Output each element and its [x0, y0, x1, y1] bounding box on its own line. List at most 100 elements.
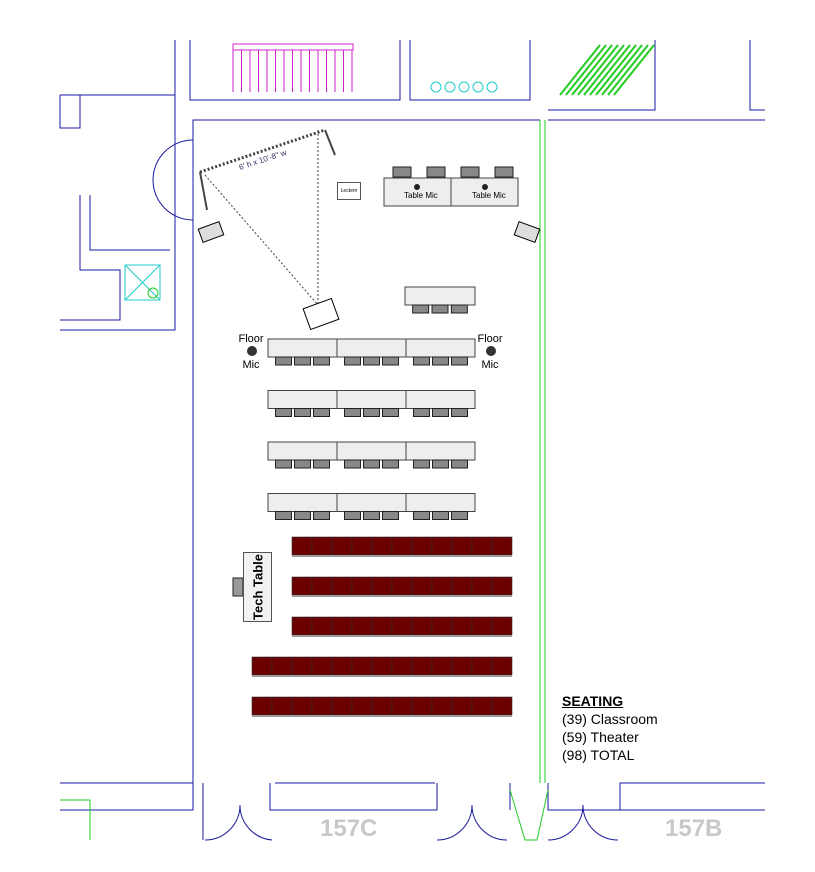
- green-stair: [613, 44, 655, 96]
- floor-mic-right-bottom: Mic: [481, 359, 499, 371]
- theater-seat: [451, 696, 473, 716]
- table: [405, 493, 476, 512]
- seating-theater: (59) Theater: [562, 729, 639, 745]
- green-stair: [583, 44, 625, 96]
- projection-screen: [199, 128, 326, 174]
- chair: [344, 356, 361, 366]
- table: [267, 493, 338, 512]
- chair: [432, 459, 449, 469]
- theater-seat: [451, 576, 473, 596]
- theater-seat: [371, 616, 393, 636]
- green-stair: [607, 44, 649, 96]
- green-stair: [577, 44, 619, 96]
- table-mic-icon: [414, 184, 420, 190]
- theater-seat: [371, 656, 393, 676]
- theater-seat: [411, 656, 433, 676]
- theater-seat: [471, 536, 493, 556]
- theater-seat: [291, 536, 313, 556]
- chair: [432, 356, 449, 366]
- chair: [431, 304, 449, 314]
- floor-mic-left-top: Floor: [238, 333, 264, 345]
- theater-seat: [251, 696, 273, 716]
- theater-seat: [431, 696, 453, 716]
- chair: [275, 408, 292, 417]
- theater-seat: [431, 576, 453, 596]
- table: [267, 441, 338, 461]
- chair: [382, 356, 399, 366]
- theater-seat: [311, 656, 333, 676]
- door-swing: [204, 804, 273, 841]
- chair: [294, 511, 311, 520]
- theater-seat: [471, 696, 493, 716]
- chair: [451, 511, 468, 520]
- stair-rail: [232, 43, 354, 51]
- table: [336, 441, 407, 461]
- theater-seat: [491, 696, 513, 716]
- floor-mic-right-top: Floor: [477, 333, 503, 345]
- door-swing: [436, 804, 508, 841]
- tech-table-label: Tech Table: [250, 554, 265, 620]
- wall: [548, 40, 656, 111]
- theater-seat: [311, 616, 333, 636]
- wall: [59, 95, 81, 129]
- chair: [412, 304, 430, 314]
- green-stair: [571, 44, 613, 96]
- theater-seat: [331, 696, 353, 716]
- chair: [363, 511, 380, 520]
- chair: [413, 408, 430, 417]
- seating-classroom: (39) Classroom: [562, 711, 658, 727]
- theater-seat: [411, 576, 433, 596]
- theater-seat: [291, 616, 313, 636]
- wall-bottom: [60, 782, 194, 811]
- lectern: Lectern: [337, 182, 361, 200]
- theater-seat: [331, 536, 353, 556]
- table: [267, 338, 338, 358]
- theater-seat: [371, 696, 393, 716]
- screen-label: 6' h x 10'-8" w: [238, 148, 288, 172]
- table: [405, 338, 476, 358]
- theater-seat: [371, 536, 393, 556]
- projection-line: [204, 174, 319, 306]
- theater-seat: [331, 576, 353, 596]
- chair: [451, 459, 468, 469]
- theater-seat: [411, 616, 433, 636]
- theater-seat: [411, 696, 433, 716]
- seating-heading: SEATING: [562, 693, 624, 709]
- chair: [313, 356, 330, 366]
- theater-seat: [291, 656, 313, 676]
- door-frame: [60, 799, 91, 840]
- door-swing-left: [152, 139, 194, 221]
- theater-seat: [431, 656, 453, 676]
- green-stair: [565, 44, 607, 96]
- chair: [275, 356, 292, 366]
- theater-seat: [491, 616, 513, 636]
- fixture-circle: [486, 81, 498, 93]
- theater-seat: [331, 616, 353, 636]
- theater-seat: [451, 616, 473, 636]
- theater-seat: [311, 576, 333, 596]
- theater-seat: [351, 576, 373, 596]
- wall: [269, 783, 438, 811]
- column-circle: [147, 287, 159, 299]
- theater-seat: [271, 656, 293, 676]
- wall: [89, 195, 170, 251]
- theater-seat: [471, 576, 493, 596]
- table: [336, 493, 407, 512]
- fixture-circle: [430, 81, 442, 93]
- theater-seat: [391, 536, 413, 556]
- floor-mic-icon: [247, 346, 257, 356]
- theater-seat: [391, 696, 413, 716]
- table: [404, 286, 476, 306]
- chair: [413, 459, 430, 469]
- theater-seat: [351, 536, 373, 556]
- chair: [450, 304, 468, 314]
- theater-seat: [371, 576, 393, 596]
- theater-seat: [411, 536, 433, 556]
- theater-seat: [471, 656, 493, 676]
- theater-seat: [431, 536, 453, 556]
- chair: [460, 166, 480, 178]
- projector-cart: [302, 297, 340, 331]
- chair: [294, 459, 311, 469]
- wall: [409, 40, 531, 101]
